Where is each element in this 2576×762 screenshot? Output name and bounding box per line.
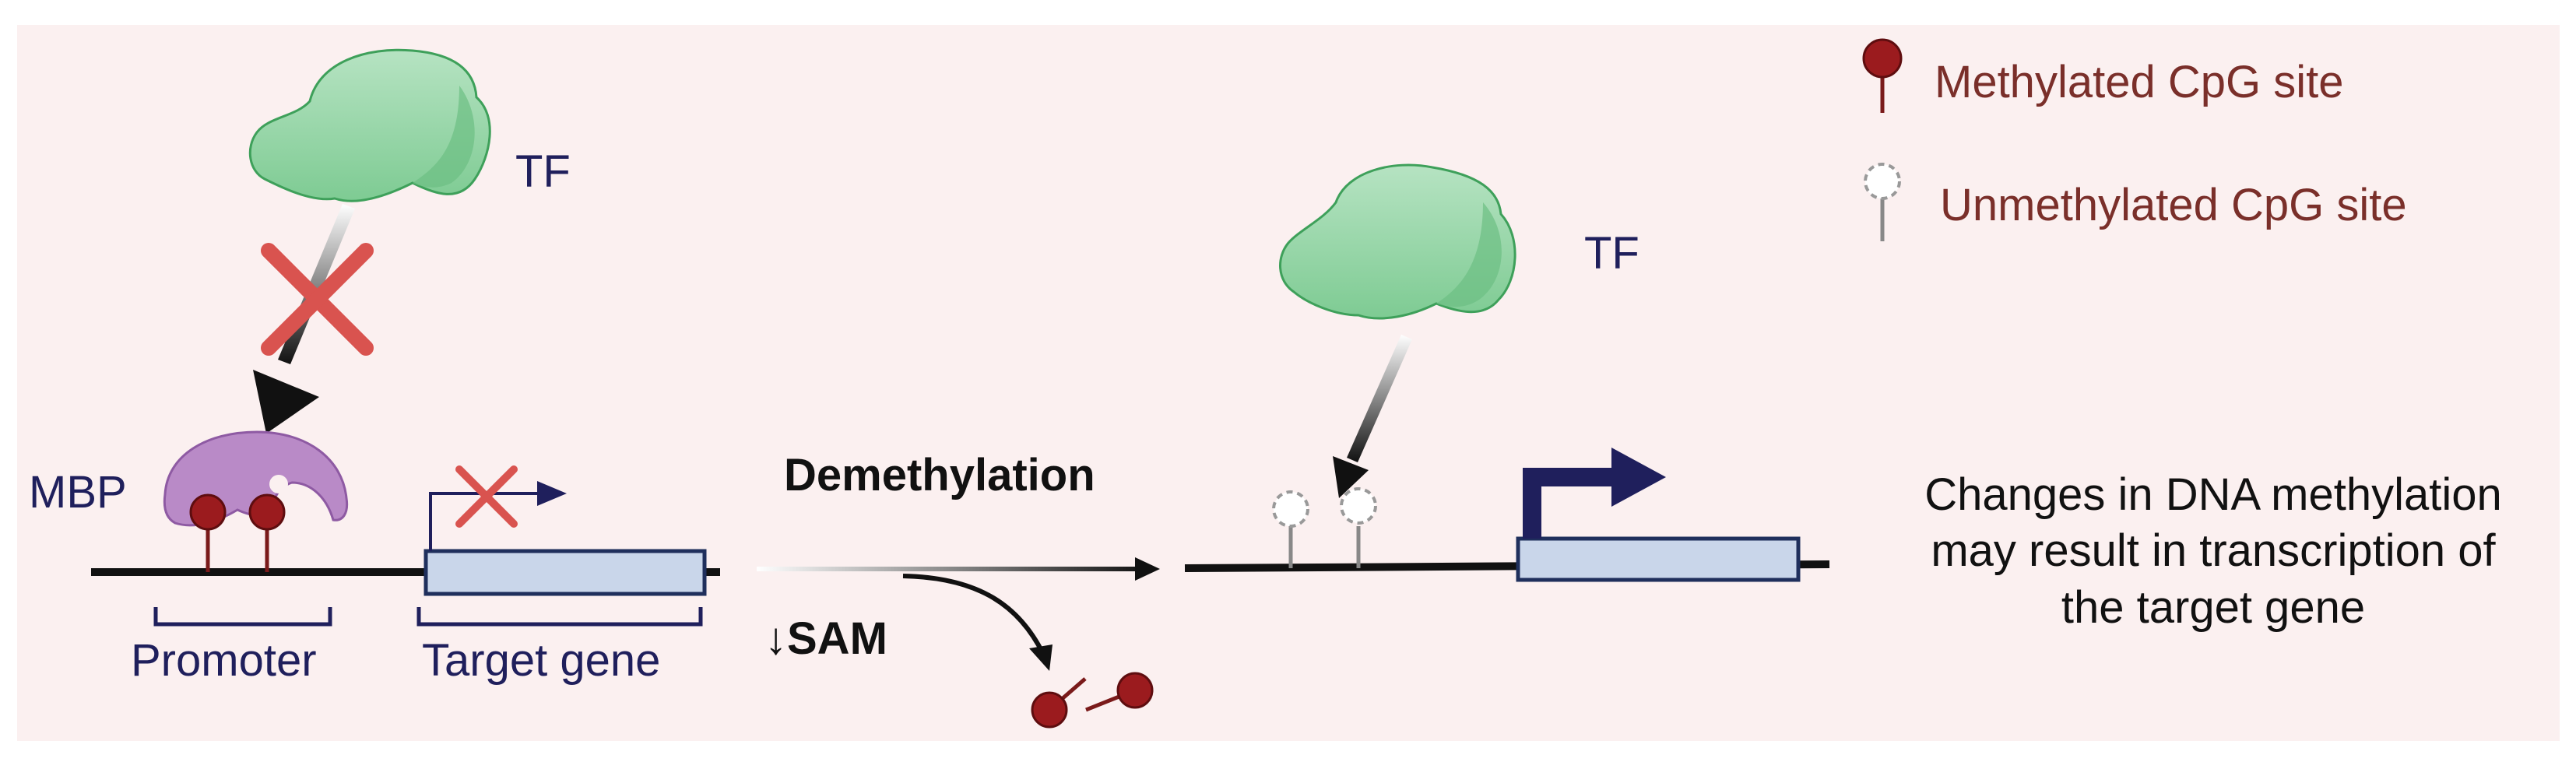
methylated-cpg-site (248, 493, 286, 531)
unmethylated-cpg-site (1340, 487, 1377, 525)
tf-label-left: TF (515, 146, 571, 197)
tf-protein-right-shade (1436, 202, 1502, 307)
demethylation-label: Demethylation (784, 450, 1095, 500)
transcription-arrow-right-head (1611, 448, 1666, 507)
demethylation-arrow-head (1135, 557, 1160, 581)
tf-label-right: TF (1584, 228, 1639, 279)
tf-protein-left-shade (413, 86, 475, 188)
legend-methylated-icon (1862, 38, 1903, 79)
tf-binding-arrow-left-head (253, 370, 319, 434)
methyl-release-arrow (902, 574, 1046, 655)
promoter-label: Promoter (131, 635, 317, 686)
released-methyl-group (1031, 691, 1068, 729)
legend-unmethylated-icon (1864, 163, 1901, 200)
note-line-3: the target gene (2061, 582, 2365, 633)
mbp-binding-pocket (269, 475, 288, 493)
tf-binding-arrow-right-shaft (1347, 335, 1412, 462)
target-gene-box-right (1516, 536, 1801, 582)
target-gene-box-left (423, 549, 707, 596)
tf-protein-right (1279, 163, 1516, 320)
mbp-label: MBP (29, 467, 127, 518)
methylated-cpg-site (189, 493, 227, 531)
target-gene-bracket (416, 607, 703, 627)
note-line-1: Changes in DNA methylation (1924, 469, 2502, 520)
legend-unmethylated-label: Unmethylated CpG site (1940, 180, 2407, 230)
unmethylated-cpg-site (1272, 490, 1309, 528)
demethylation-arrow-shaft (757, 567, 1146, 571)
methyl-release-arrow-head (1029, 644, 1053, 671)
sam-label: ↓SAM (764, 613, 887, 664)
tf-binding-arrow-right-head (1333, 456, 1369, 498)
target-gene-label: Target gene (422, 635, 660, 686)
promoter-bracket (153, 607, 332, 627)
note-line-2: may result in transcription of (1931, 525, 2496, 576)
block-cross-transcription (455, 465, 518, 528)
transcription-arrow-left (429, 492, 537, 551)
released-methyl-group (1116, 672, 1154, 709)
transcription-arrow-right (1523, 468, 1615, 539)
tf-protein-left (248, 48, 491, 202)
legend-methylated-label: Methylated CpG site (1935, 57, 2343, 107)
transcription-arrow-left-head (537, 481, 567, 506)
block-cross-left (261, 243, 374, 356)
